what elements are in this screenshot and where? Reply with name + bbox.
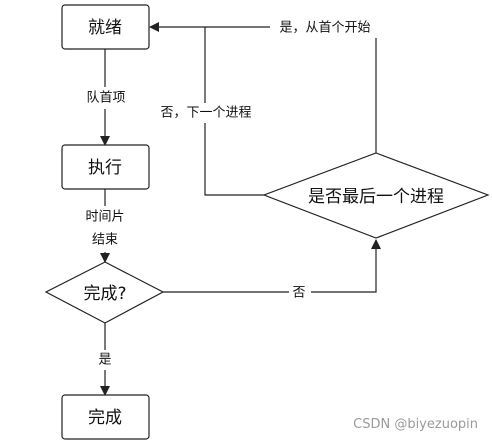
ready-box — [61, 4, 150, 50]
edge-label-bg-yes-first — [270, 18, 382, 38]
execute-label: 执行 — [88, 158, 122, 178]
edge-last-check-no-to-ready — [204, 27, 264, 196]
yes-label: 是 — [98, 353, 111, 368]
execute-box — [61, 144, 150, 190]
watermark: CSDN @biyezuopin — [353, 417, 478, 432]
done-check-label: 完成? — [83, 284, 126, 304]
done-box — [61, 394, 150, 440]
last-process-diamond — [262, 152, 490, 239]
edge-label-bg-queue-head — [79, 87, 133, 109]
yes-from-first-label: 是，从首个开始 — [279, 21, 370, 36]
no-label: 否 — [292, 286, 305, 301]
last-process-label: 是否最后一个进程 — [308, 187, 444, 207]
done-check-diamond — [44, 261, 165, 324]
queue-head-label: 队首项 — [86, 91, 125, 106]
no-next-process-label: 否，下一个进程 — [160, 106, 251, 121]
edge-label-bg-yes — [95, 350, 115, 370]
edge-last-check-yes-to-ready — [149, 22, 377, 153]
edge-done-check-to-last-check — [163, 239, 381, 293]
edge-label-bg-no-next — [150, 103, 264, 123]
time-slice-label-line1: 时间片 — [85, 210, 124, 225]
edge-label-bg-time-slice — [80, 206, 130, 252]
done-label: 完成 — [88, 408, 122, 428]
ready-label: 就绪 — [88, 18, 122, 38]
edge-label-bg-no — [289, 283, 311, 303]
time-slice-label-line2: 结束 — [92, 233, 118, 248]
